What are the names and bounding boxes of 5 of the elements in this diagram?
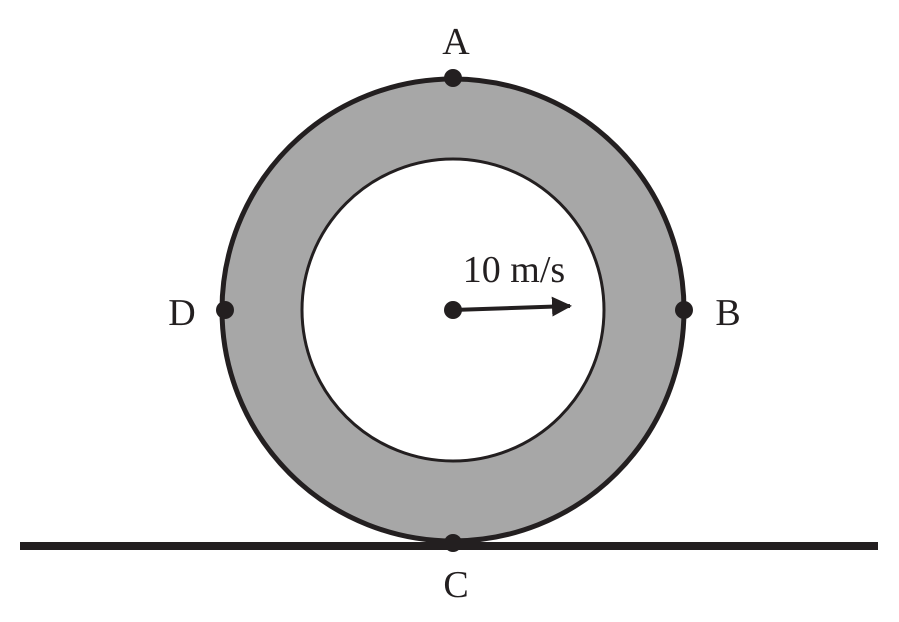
point-label: B (715, 294, 741, 332)
velocity-label: 10 m/s (462, 251, 566, 289)
point-label: D (168, 294, 196, 332)
point-label: A (442, 23, 470, 61)
point-label: C (443, 566, 469, 604)
